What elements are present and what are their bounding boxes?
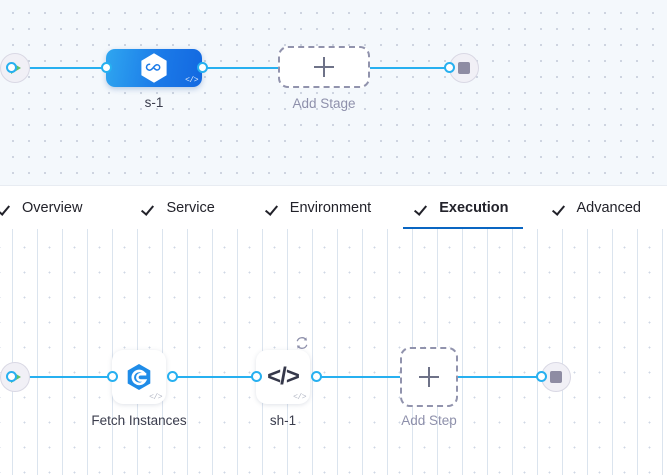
loop-strategy-icon[interactable]: [294, 335, 310, 356]
stop-icon: [458, 62, 470, 74]
step-node-sh-1[interactable]: </> </>: [256, 350, 310, 404]
tab-overview[interactable]: Overview: [0, 186, 82, 230]
fetch-instances-label: Fetch Instances: [91, 413, 187, 428]
add-step-label: Add Step: [401, 413, 457, 428]
add-stage-button[interactable]: [278, 46, 370, 88]
harness-deploy-hexagon-icon: [140, 53, 168, 83]
stage-wire-start-to-stage: [26, 67, 112, 69]
step-wire-fetch-to-sh1: [172, 376, 256, 378]
check-icon: [144, 201, 157, 214]
end-node-input-port[interactable]: [444, 62, 455, 73]
stage-node-input-port[interactable]: [101, 62, 112, 73]
sh-1-label: sh-1: [269, 413, 297, 428]
sh-1-input-port[interactable]: [251, 371, 262, 382]
fetch-instances-input-port[interactable]: [107, 371, 118, 382]
start-node-output-port[interactable]: [6, 62, 17, 73]
step-wire-addstep-to-end: [458, 376, 546, 378]
execution-step-canvas[interactable]: </> Fetch Instances </> </> sh-1 Add Ste…: [0, 229, 667, 475]
plus-icon: [419, 367, 439, 387]
stage-code-badge: </>: [185, 76, 198, 85]
add-stage-label: Add Stage: [292, 96, 356, 111]
tab-service[interactable]: Service: [144, 186, 214, 230]
tab-execution[interactable]: Execution: [403, 186, 523, 230]
shell-script-code-icon: </>: [267, 363, 300, 390]
tab-advanced-label: Advanced: [576, 199, 642, 216]
fetch-instances-code-badge: </>: [149, 393, 162, 402]
tab-environment-label: Environment: [289, 199, 372, 216]
sh-1-code-badge: </>: [293, 393, 306, 402]
execution-start-output-port[interactable]: [6, 371, 17, 382]
plus-icon: [314, 57, 334, 77]
infinity-glyph: [145, 63, 161, 71]
fetch-instances-output-port[interactable]: [167, 371, 178, 382]
check-icon: [268, 201, 281, 214]
tab-active-underline: [403, 226, 523, 230]
stage-node-output-port[interactable]: [197, 62, 208, 73]
step-wire-start-to-fetch: [26, 376, 112, 378]
check-icon: [417, 201, 430, 214]
stage-node-label: s-1: [144, 95, 164, 110]
tab-service-label: Service: [166, 199, 215, 216]
step-node-fetch-instances[interactable]: </>: [112, 350, 166, 404]
check-icon: [0, 201, 13, 214]
tab-overview-label: Overview: [22, 199, 83, 216]
stage-config-tabs[interactable]: Overview Service Environment Execution A…: [0, 185, 667, 230]
tab-execution-label: Execution: [439, 199, 509, 216]
fetch-instances-hexagon-icon: [127, 364, 151, 390]
tab-environment[interactable]: Environment: [268, 186, 371, 230]
pipeline-stage-canvas[interactable]: </> s-1 Add Stage: [0, 0, 667, 185]
stop-icon: [550, 371, 562, 383]
step-wire-sh1-to-addstep: [316, 376, 400, 378]
sh-1-output-port[interactable]: [311, 371, 322, 382]
stage-node-s-1[interactable]: </>: [106, 49, 202, 87]
execution-end-input-port[interactable]: [536, 371, 547, 382]
tab-advanced[interactable]: Advanced: [555, 186, 642, 230]
add-step-button[interactable]: [400, 347, 458, 407]
check-icon: [555, 201, 568, 214]
